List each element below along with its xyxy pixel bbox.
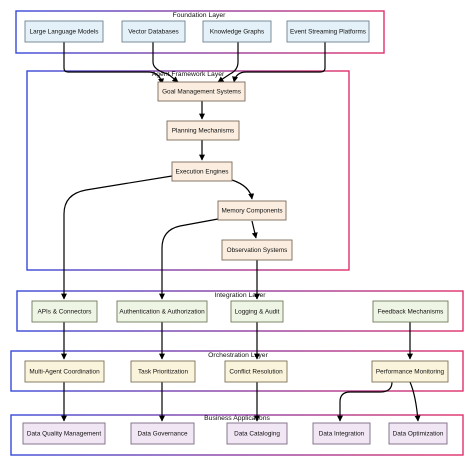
edge-memory-observation xyxy=(251,220,258,239)
node-data-quality-management: Data Quality Management xyxy=(22,422,106,445)
node-memory: Memory Components xyxy=(217,200,287,221)
node-task-prioritization: Task Prioritization xyxy=(130,360,196,383)
node-data-cataloging: Data Cataloging xyxy=(226,422,288,445)
edges xyxy=(61,42,421,422)
node-feedback-label: Feedback Mechanisms xyxy=(378,309,444,316)
edge-vector-goal xyxy=(152,42,179,83)
node-goal-management-label: Goal Management Systems xyxy=(162,89,241,96)
node-multi-agent-label: Multi-Agent Coordination xyxy=(29,369,100,376)
foundation-layer xyxy=(15,10,385,54)
node-memory-label: Memory Components xyxy=(221,208,282,215)
orchestration-layer xyxy=(10,350,464,392)
node-knowledge-graphs: Knowledge Graphs xyxy=(202,20,272,43)
node-apis-connectors-label: APIs & Connectors xyxy=(38,309,92,316)
edge-execution-apis xyxy=(61,175,173,300)
foundation-layer-title: Foundation Layer xyxy=(173,12,227,19)
node-planning-label: Planning Mechanisms xyxy=(172,128,235,135)
node-conflict-resolution: Conflict Resolution xyxy=(224,360,288,383)
edge-llm-goal xyxy=(63,42,165,85)
node-performance-monitoring-label: Performance Monitoring xyxy=(376,369,445,376)
node-vector-databases: Vector Databases xyxy=(121,20,186,43)
node-data-optimization-label: Data Optimization xyxy=(393,431,444,438)
edge-perfmon-optimization xyxy=(409,381,421,422)
node-execution-label: Execution Engines xyxy=(176,169,229,176)
integration-layer-title: Integration Layer xyxy=(214,292,266,299)
node-observation: Observation Systems xyxy=(221,239,293,261)
node-data-governance-label: Data Governance xyxy=(137,431,188,438)
edge-kg-goal xyxy=(217,42,239,83)
node-logging-label: Logging & Audit xyxy=(235,309,280,316)
node-apis-connectors: APIs & Connectors xyxy=(31,300,98,323)
node-logging: Logging & Audit xyxy=(230,300,284,323)
node-feedback: Feedback Mechanisms xyxy=(372,300,449,323)
node-data-integration: Data Integration xyxy=(312,422,371,445)
node-performance-monitoring: Performance Monitoring xyxy=(371,360,449,383)
node-data-optimization: Data Optimization xyxy=(388,422,448,445)
node-event-streaming-label: Event Streaming Platforms xyxy=(290,29,366,36)
edge-perfmon-integration xyxy=(337,381,393,422)
business-applications-layer xyxy=(10,414,464,456)
node-planning: Planning Mechanisms xyxy=(166,120,240,141)
edge-memory-auth xyxy=(159,218,219,300)
node-multi-agent: Multi-Agent Coordination xyxy=(24,360,105,383)
edge-event-goal xyxy=(232,42,326,83)
orchestration-layer-title: Orchestration Layer xyxy=(208,352,268,359)
node-vector-databases-label: Vector Databases xyxy=(128,29,178,36)
edge-execution-memory xyxy=(231,179,255,200)
agent-framework-layer xyxy=(26,70,350,271)
node-data-quality-management-label: Data Quality Management xyxy=(27,431,101,438)
node-conflict-resolution-label: Conflict Resolution xyxy=(229,369,283,376)
integration-layer xyxy=(16,290,464,332)
node-observation-label: Observation Systems xyxy=(227,247,288,254)
node-event-streaming: Event Streaming Platforms xyxy=(286,20,370,43)
business-applications-layer-title: Business Applications xyxy=(204,415,270,422)
node-llm: Large Language Models xyxy=(24,20,104,43)
node-data-integration-label: Data Integration xyxy=(319,431,365,438)
node-data-governance: Data Governance xyxy=(130,422,195,445)
node-execution: Execution Engines xyxy=(171,161,233,182)
node-llm-label: Large Language Models xyxy=(30,29,99,36)
node-auth: Authentication & Authorization xyxy=(116,300,208,323)
node-data-cataloging-label: Data Cataloging xyxy=(234,431,280,438)
node-task-prioritization-label: Task Prioritization xyxy=(138,369,189,376)
node-knowledge-graphs-label: Knowledge Graphs xyxy=(210,29,264,36)
agent-framework-layer-title: Agent Framework Layer xyxy=(152,71,225,78)
node-goal-management: Goal Management Systems xyxy=(157,81,246,102)
node-auth-label: Authentication & Authorization xyxy=(119,309,205,316)
